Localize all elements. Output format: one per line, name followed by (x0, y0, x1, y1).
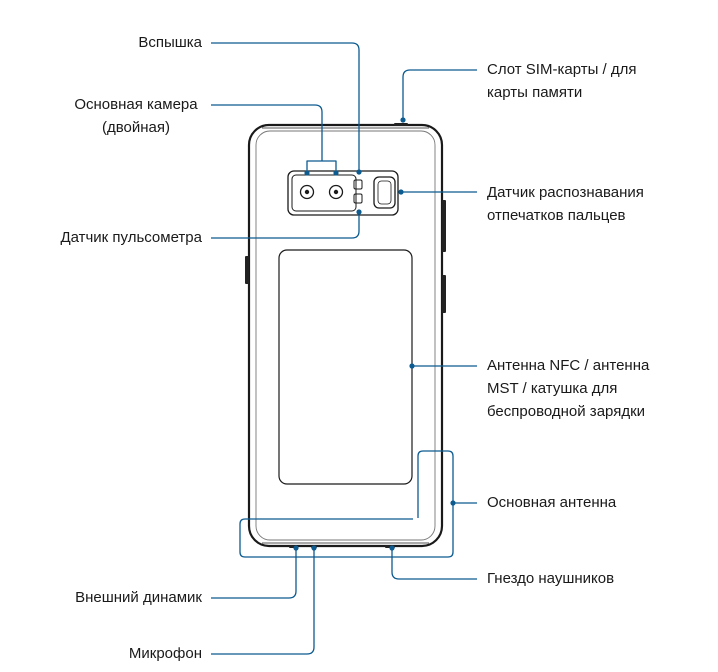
phone-body (247, 123, 444, 548)
label-sim-slot: Слот SIM-карты / для карты памяти (487, 61, 637, 101)
camera-lens-right (328, 184, 344, 200)
volume-button (442, 275, 446, 313)
leader-hr-sensor (211, 212, 360, 239)
leader-speaker (211, 548, 297, 599)
leader-flash (211, 42, 360, 172)
fingerprint-sensor (373, 176, 396, 209)
label-heart-rate-sensor: Датчик пульсометра (60, 229, 202, 246)
bixby-button (245, 256, 249, 284)
leader-main-antenna (239, 450, 454, 558)
label-fingerprint-sensor: Датчик распознавания отпечатков пальцев (487, 184, 644, 224)
label-speaker: Внешний динамик (75, 589, 202, 606)
sim-slot (394, 123, 408, 126)
leader-dots (293, 117, 456, 551)
leader-sim-slot (402, 69, 477, 118)
leader-lines (211, 42, 477, 655)
label-nfc-antenna: Антенна NFC / антенна MST / катушка для … (487, 357, 650, 420)
camera-module (287, 170, 399, 216)
leader-microphone (211, 548, 315, 655)
label-main-antenna: Основная антенна (487, 494, 617, 511)
camera-lens-left (299, 184, 315, 200)
side-buttons (245, 200, 446, 313)
hr-sensor-element (353, 193, 363, 204)
flash-element (353, 179, 363, 190)
leader-main-camera (211, 104, 323, 161)
nfc-coil-area (278, 249, 413, 485)
leader-earphone-jack (391, 548, 477, 580)
power-button (442, 200, 446, 252)
label-main-camera: Основная камера (двойная) (74, 96, 198, 136)
label-earphone-jack: Гнездо наушников (487, 570, 615, 587)
label-microphone: Микрофон (128, 645, 202, 662)
label-flash: Вспышка (138, 34, 202, 51)
